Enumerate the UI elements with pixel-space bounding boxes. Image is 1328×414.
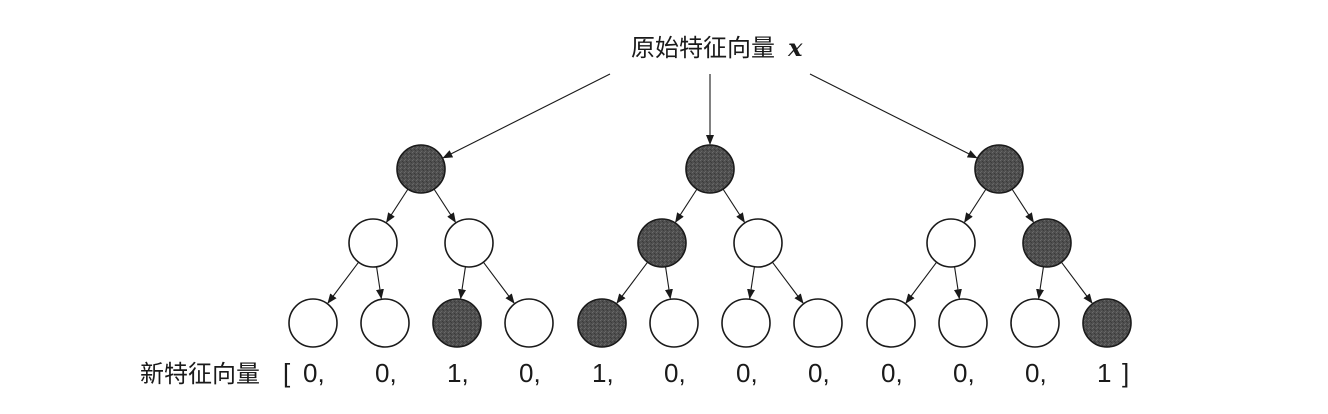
tree-1-root-to-child-2-edge bbox=[433, 188, 456, 223]
tree-3-leaf-node-4 bbox=[1082, 298, 1132, 348]
tree-1-input-edge bbox=[442, 73, 611, 159]
vector-value-1: 0, bbox=[303, 358, 325, 388]
tree-2-leaf-node-1 bbox=[577, 298, 627, 348]
output-label-text: 新特征向量 bbox=[140, 360, 260, 388]
nodes-layer bbox=[288, 144, 1132, 348]
tree-2-child-1-to-leaf-2-edge bbox=[665, 266, 673, 300]
tree-1-root-to-child-1-edge bbox=[386, 188, 409, 223]
tree-1-child-2-to-leaf-4-edge bbox=[482, 261, 515, 304]
tree-2-child-1-to-leaf-1-edge bbox=[616, 261, 649, 304]
tree-1-child-1-to-leaf-1-edge bbox=[327, 261, 360, 304]
tree-1-root-node bbox=[396, 144, 446, 194]
tree-2-child-2-to-leaf-3-edge bbox=[747, 266, 755, 300]
tree-1-child-node-2 bbox=[444, 218, 494, 268]
tree-1-leaf-node-4 bbox=[504, 298, 554, 348]
edges-layer bbox=[327, 73, 1093, 304]
tree-2-root-to-child-2-edge bbox=[722, 188, 745, 223]
tree-3-root-to-child-2-edge bbox=[1011, 188, 1034, 223]
vector-value-4: 0, bbox=[519, 358, 541, 388]
vector-value-3: 1, bbox=[447, 358, 469, 388]
tree-3-input-edge bbox=[809, 73, 978, 159]
tree-2-root-node bbox=[685, 144, 735, 194]
tree-2-leaf-node-3 bbox=[721, 298, 771, 348]
tree-1-child-1-to-leaf-2-edge bbox=[376, 266, 384, 300]
vector-value-5: 1, bbox=[592, 358, 614, 388]
tree-2-child-node-1 bbox=[637, 218, 687, 268]
vector-value-11: 0, bbox=[1025, 358, 1047, 388]
tree-3-leaf-node-1 bbox=[866, 298, 916, 348]
vector-value-2: 0, bbox=[375, 358, 397, 388]
tree-3-child-1-to-leaf-1-edge bbox=[905, 261, 938, 304]
vector-value-6: 0, bbox=[664, 358, 686, 388]
tree-3-root-node bbox=[974, 144, 1024, 194]
tree-1-child-node-1 bbox=[348, 218, 398, 268]
tree-3-leaf-node-2 bbox=[938, 298, 988, 348]
tree-2-leaf-node-4 bbox=[793, 298, 843, 348]
tree-3-child-2-to-leaf-4-edge bbox=[1060, 261, 1093, 304]
input-vector-label: 原始特征向量 x bbox=[631, 33, 803, 62]
tree-1-child-2-to-leaf-3-edge bbox=[458, 266, 466, 300]
tree-1-leaf-node-1 bbox=[288, 298, 338, 348]
tree-2-child-node-2 bbox=[733, 218, 783, 268]
tree-3-child-node-1 bbox=[926, 218, 976, 268]
vector-values: 0, 0, 1, 0, 1, 0, 0, 0, 0, 0, 0, 1 bbox=[303, 358, 1111, 388]
vector-value-7: 0, bbox=[736, 358, 758, 388]
tree-1-leaf-node-3 bbox=[432, 298, 482, 348]
tree-1-leaf-node-2 bbox=[360, 298, 410, 348]
vector-value-9: 0, bbox=[881, 358, 903, 388]
tree-3-child-1-to-leaf-2-edge bbox=[954, 266, 962, 300]
vector-close-bracket: ] bbox=[1122, 358, 1129, 388]
vector-open-bracket: [ bbox=[283, 358, 291, 388]
vector-value-10: 0, bbox=[953, 358, 975, 388]
tree-3-leaf-node-3 bbox=[1010, 298, 1060, 348]
output-feature-vector: 新特征向量 [ ] 0, 0, 1, 0, 1, 0, 0, 0, 0, 0, 0, 1 bbox=[140, 358, 1129, 388]
tree-2-leaf-node-2 bbox=[649, 298, 699, 348]
tree-3-child-node-2 bbox=[1022, 218, 1072, 268]
tree-2-child-2-to-leaf-4-edge bbox=[771, 261, 804, 304]
tree-3-child-2-to-leaf-3-edge bbox=[1036, 266, 1044, 300]
tree-2-root-to-child-1-edge bbox=[675, 188, 698, 223]
tree-3-root-to-child-1-edge bbox=[964, 188, 987, 223]
vector-value-12: 1 bbox=[1097, 358, 1111, 388]
input-label-text: 原始特征向量 bbox=[631, 34, 775, 62]
input-variable-x: x bbox=[787, 33, 803, 62]
vector-value-8: 0, bbox=[808, 358, 830, 388]
